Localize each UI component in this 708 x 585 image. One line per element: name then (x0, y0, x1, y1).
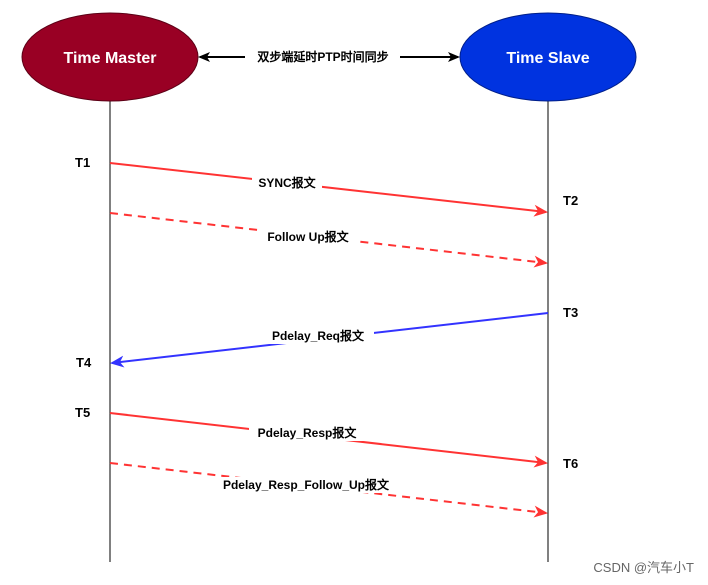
pdelay-req-label-bg (264, 328, 374, 344)
t2-label: T2 (563, 193, 578, 208)
follow-up-message-label: Follow Up报文 (267, 229, 349, 244)
time-slave-label: Time Slave (506, 50, 589, 67)
link-label-bg (245, 48, 400, 65)
t1-label: T1 (75, 155, 90, 170)
pdelay-resp-label-bg (249, 425, 365, 441)
sync-message-arrow (109, 162, 548, 217)
pdelay-req-message-label: Pdelay_Req报文 (272, 328, 365, 343)
pdelay-resp-follow-up-message-arrow (109, 462, 548, 518)
link-label: 双步端延时PTP时间同步 (257, 49, 388, 64)
pdelay-resp-follow-up-label-bg (208, 477, 404, 493)
pdelay-resp-follow-up-message-label: Pdelay_Resp_Follow_Up报文 (223, 477, 390, 492)
t6-label: T6 (563, 456, 578, 471)
time-master-label: Time Master (63, 50, 156, 67)
follow-up-message-arrow (109, 212, 548, 268)
sync-label-bg (252, 175, 322, 191)
t5-label: T5 (75, 405, 90, 420)
t4-label: T4 (76, 355, 92, 370)
t3-label: T3 (563, 305, 578, 320)
pdelay-resp-message-label: Pdelay_Resp报文 (258, 425, 358, 440)
sync-message-label: SYNC报文 (258, 175, 316, 190)
follow-up-label-bg (260, 229, 356, 245)
time-slave-node (459, 12, 637, 102)
csdn-watermark: CSDN @汽车小T (593, 560, 694, 575)
